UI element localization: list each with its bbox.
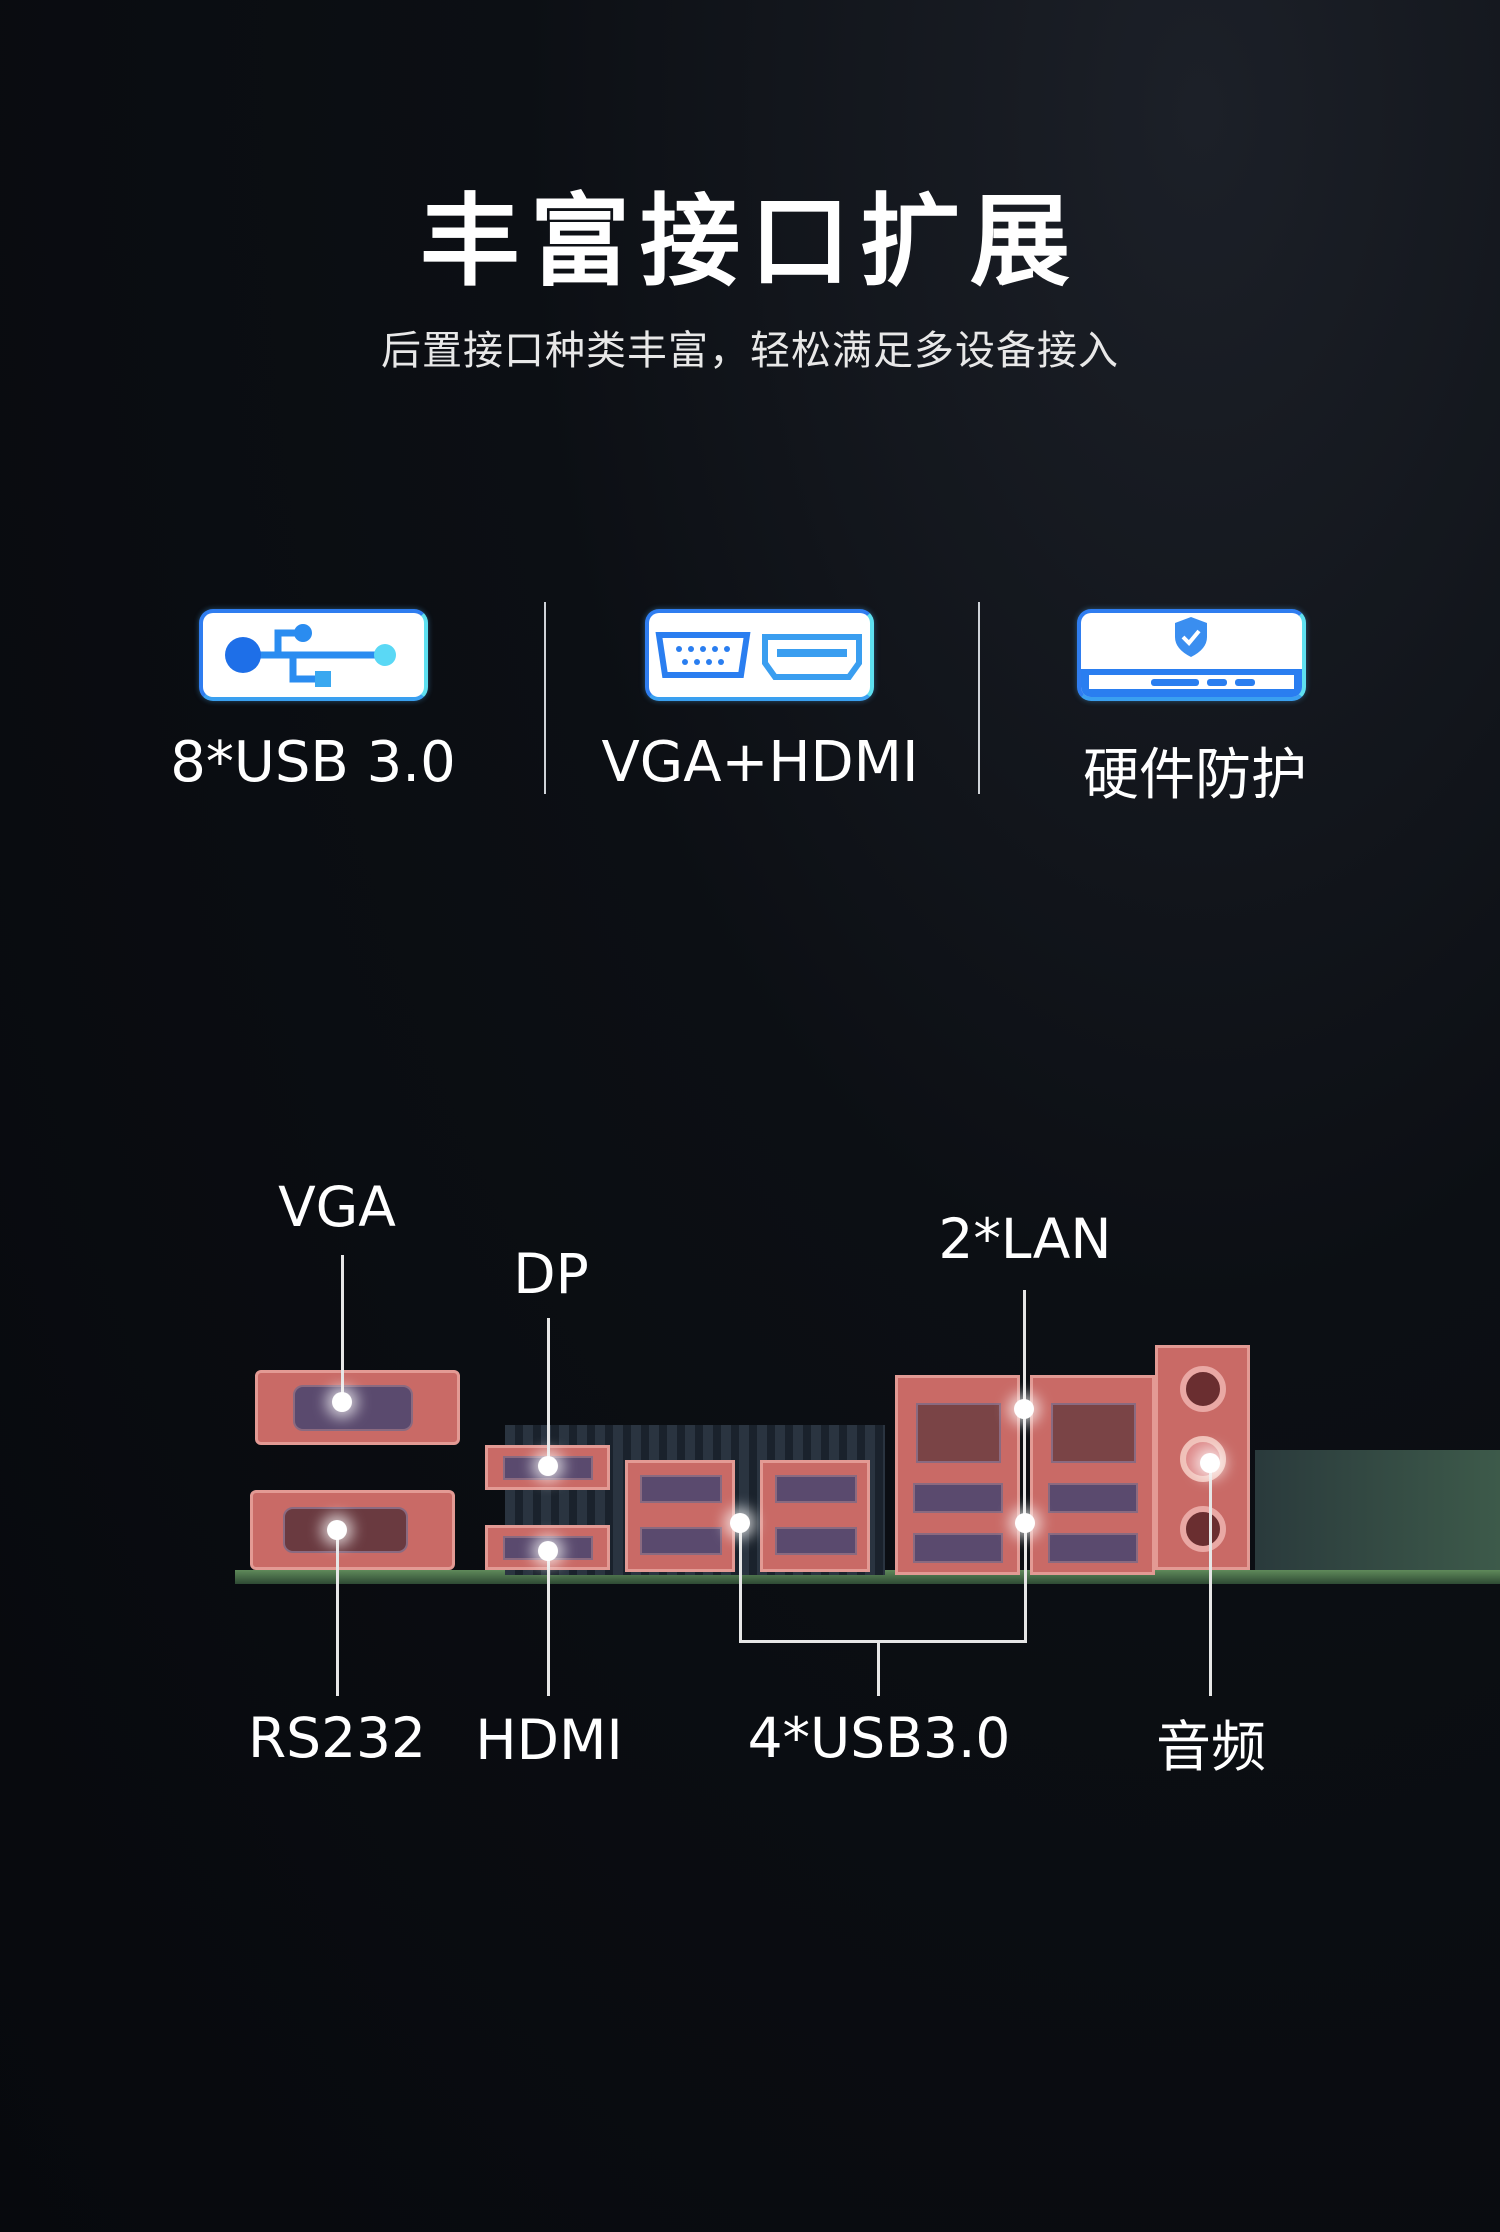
callout-line-audio bbox=[1209, 1463, 1212, 1696]
callout-label-hdmi: HDMI bbox=[475, 1708, 623, 1772]
feature-label-hardware-protection: 硬件防护 bbox=[1083, 743, 1307, 808]
callout-label-rs232: RS232 bbox=[247, 1706, 427, 1770]
callout-dot-dp bbox=[538, 1456, 558, 1476]
page-subtitle: 后置接口种类丰富，轻松满足多设备接入 bbox=[381, 328, 1119, 374]
vga-hdmi-port-icon bbox=[645, 609, 874, 701]
callout-dot-rs232 bbox=[327, 1520, 347, 1540]
callout-line-vga bbox=[341, 1255, 344, 1403]
divider bbox=[544, 602, 546, 794]
callout-dot-lan bbox=[1014, 1399, 1034, 1419]
callout-dot-vga bbox=[332, 1392, 352, 1412]
callout-line-usb bbox=[877, 1641, 880, 1696]
usb-icon bbox=[199, 609, 428, 701]
feature-label-usb: 8*USB 3.0 bbox=[170, 730, 456, 795]
callout-dot-usb bbox=[730, 1513, 750, 1533]
callout-label-usb: 4*USB3.0 bbox=[747, 1706, 1011, 1770]
callout-line-dp bbox=[547, 1318, 550, 1466]
page-title: 丰富接口扩展 bbox=[420, 183, 1080, 300]
callout-line-hdmi bbox=[547, 1551, 550, 1696]
callout-dot-usb bbox=[1015, 1513, 1035, 1533]
shield-check-icon bbox=[1077, 609, 1306, 701]
callout-label-dp: DP bbox=[513, 1242, 589, 1306]
callout-label-lan: 2*LAN bbox=[938, 1207, 1112, 1271]
callout-line-rs232 bbox=[336, 1530, 339, 1696]
callout-dot-hdmi bbox=[538, 1541, 558, 1561]
callout-label-audio: 音频 bbox=[1155, 1715, 1266, 1779]
usb-bracket bbox=[739, 1523, 1027, 1643]
callout-label-vga: VGA bbox=[278, 1175, 396, 1239]
callout-dot-audio bbox=[1200, 1453, 1220, 1473]
motherboard-io-image bbox=[235, 1340, 1500, 1585]
divider bbox=[978, 602, 980, 794]
feature-label-vga-hdmi: VGA+HDMI bbox=[601, 730, 919, 795]
